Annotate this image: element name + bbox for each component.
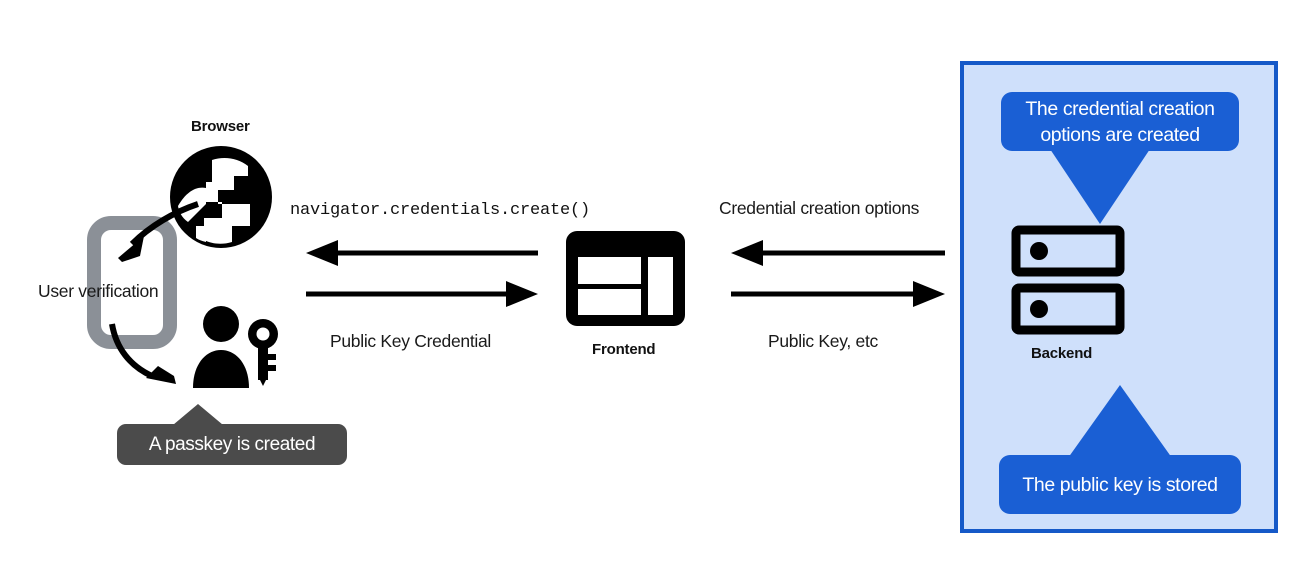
right-top-arrow-label: Credential creation options [719, 198, 920, 218]
callout-bottom-tail [1068, 385, 1172, 458]
user-verification-label: User verification [38, 281, 159, 301]
server-rack-icon [1011, 225, 1125, 335]
arrow-device-to-passkey [109, 323, 176, 384]
arrow-browser-to-device [118, 201, 199, 262]
passkey-tooltip-tail [167, 404, 229, 430]
right-bottom-arrow-label: Public Key, etc [768, 331, 878, 351]
passkey-created-tooltip: A passkey is created [117, 424, 347, 465]
browser-label: Browser [191, 118, 250, 135]
callout-top-tail [1048, 146, 1152, 224]
left-top-arrow-label: navigator.credentials.create() [290, 201, 591, 220]
left-bottom-arrow-label: Public Key Credential [330, 331, 492, 351]
window-layout-icon [566, 231, 685, 326]
arrow-credential-creation-options-left [731, 240, 945, 266]
arrow-navigator-credentials-create-left [306, 240, 538, 266]
callout-public-key-stored: The public key is stored [999, 455, 1241, 514]
callout-credential-creation-options: The credential creation options are crea… [1001, 92, 1239, 151]
frontend-label: Frontend [592, 341, 656, 358]
mobile-phone-icon [87, 216, 177, 349]
person-with-key-icon [193, 306, 278, 388]
arrow-public-key-etc-right [731, 281, 945, 307]
arrow-public-key-credential-right [306, 281, 538, 307]
backend-label: Backend [1031, 345, 1093, 362]
